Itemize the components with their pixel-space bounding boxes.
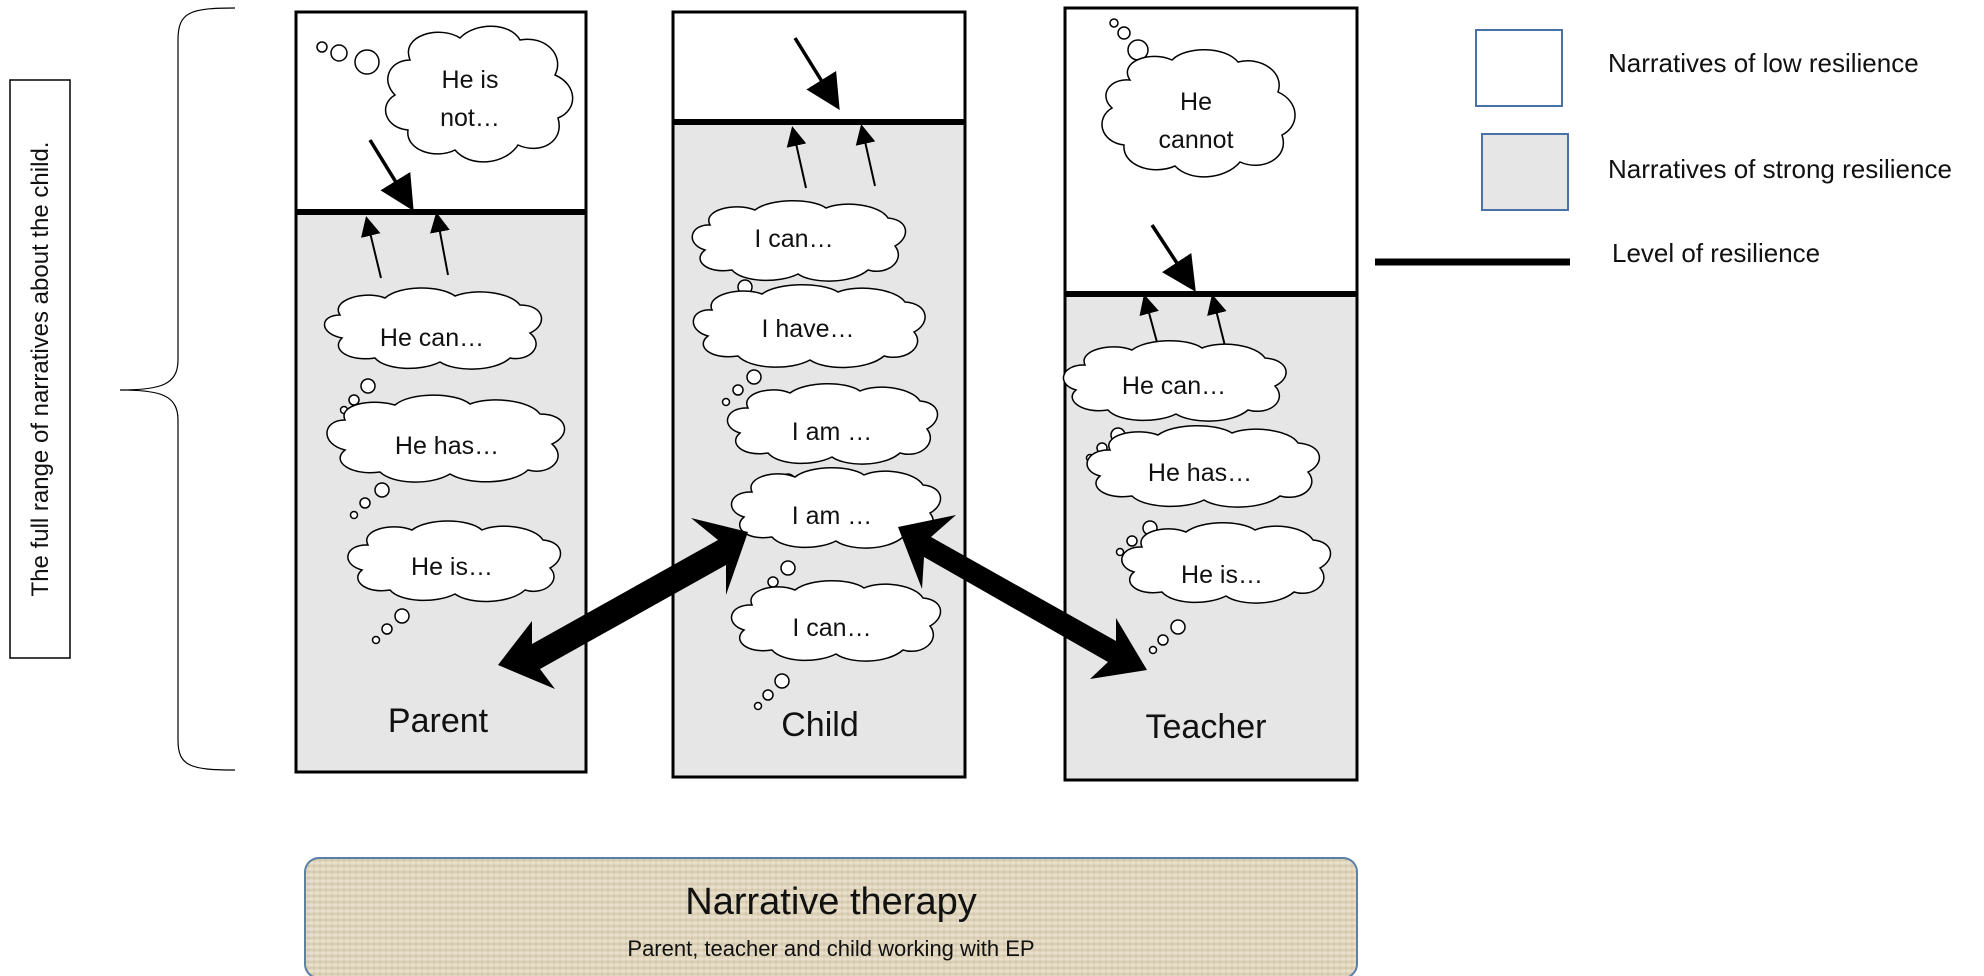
parent-down-arrow	[368, 139, 414, 211]
teacher-down-arrow	[1150, 224, 1196, 292]
parent-child-double-arrow	[498, 518, 748, 689]
child-low-box	[671, 10, 967, 124]
child-column: I can… I have… I am … I am … I can	[671, 10, 967, 779]
teacher-thought-can-text: He can…	[1122, 372, 1226, 400]
teacher-thought-is: He is…	[1121, 522, 1332, 604]
child-thought-can-2-text: I can…	[792, 614, 871, 642]
parent-column: He is not… He can… He has… He is… Par	[294, 10, 588, 774]
parent-label: Parent	[388, 702, 489, 740]
child-thought-can-1: I can…	[691, 200, 907, 282]
child-thought-am-1-text: I am …	[792, 418, 873, 446]
legend-strong-swatch	[1481, 133, 1569, 211]
banner-subtitle: Parent, teacher and child working with E…	[627, 936, 1034, 961]
child-up-arrow-1	[786, 126, 807, 189]
teacher-thought-has: He has…	[1086, 425, 1320, 508]
child-teacher-double-arrow	[898, 515, 1147, 679]
teacher-low-thought-line2: cannot	[1158, 126, 1233, 154]
teacher-thought-is-text: He is…	[1181, 561, 1263, 589]
teacher-low-thought-line1: He	[1180, 88, 1212, 116]
teacher-up-arrow-1	[1139, 294, 1159, 347]
parent-up-arrow-1	[361, 216, 382, 279]
child-thought-can-2: I can…	[730, 580, 942, 662]
child-thought-have-text: I have…	[761, 315, 854, 343]
parent-thought-is: He is…	[347, 520, 562, 603]
narrative-therapy-banner: Narrative therapy Parent, teacher and ch…	[304, 857, 1358, 976]
side-label-text: The full range of narratives about the c…	[27, 142, 54, 597]
teacher-thought-can: He can…	[1062, 340, 1287, 422]
legend-low-text: Narratives of low resilience	[1608, 48, 1919, 78]
child-thought-have: I have…	[692, 284, 926, 369]
side-label-box	[9, 79, 71, 659]
child-thought-can-1-text: I can…	[754, 225, 833, 253]
parent-low-cloud: He is not…	[316, 25, 574, 163]
parent-thought-can-text: He can…	[380, 324, 484, 352]
banner-box	[304, 857, 1358, 976]
parent-up-arrow-2	[430, 212, 450, 276]
parent-thought-has-text: He has…	[395, 432, 499, 460]
child-down-arrow	[793, 37, 840, 110]
teacher-column: He cannot He can… He has… He is… Teac	[1062, 6, 1359, 782]
teacher-up-arrow-2	[1207, 294, 1227, 347]
parent-thought-has: He has…	[326, 394, 566, 483]
child-thought-am-1: I am …	[726, 383, 939, 465]
child-thought-am-2-text: I am …	[792, 502, 873, 530]
legend-low-swatch	[1475, 29, 1563, 107]
banner-title: Narrative therapy	[685, 881, 976, 923]
teacher-low-cloud: He cannot	[1101, 18, 1296, 178]
teacher-label: Teacher	[1146, 708, 1267, 746]
side-label-group: The full range of narratives about the c…	[9, 7, 236, 771]
child-label: Child	[781, 706, 858, 744]
legend-level-text: Level of resilience	[1612, 238, 1820, 268]
curly-brace	[119, 7, 236, 771]
legend: Narratives of low resilience Narratives …	[1375, 29, 1952, 268]
parent-thought-can: He can…	[323, 287, 543, 370]
teacher-thought-has-text: He has…	[1148, 459, 1252, 487]
parent-thought-is-text: He is…	[411, 553, 493, 581]
parent-low-thought-line2: not…	[440, 104, 500, 132]
child-up-arrow-2	[855, 124, 876, 187]
parent-low-thought-line1: He is	[442, 66, 499, 94]
legend-strong-text: Narratives of strong resilience	[1608, 154, 1952, 184]
